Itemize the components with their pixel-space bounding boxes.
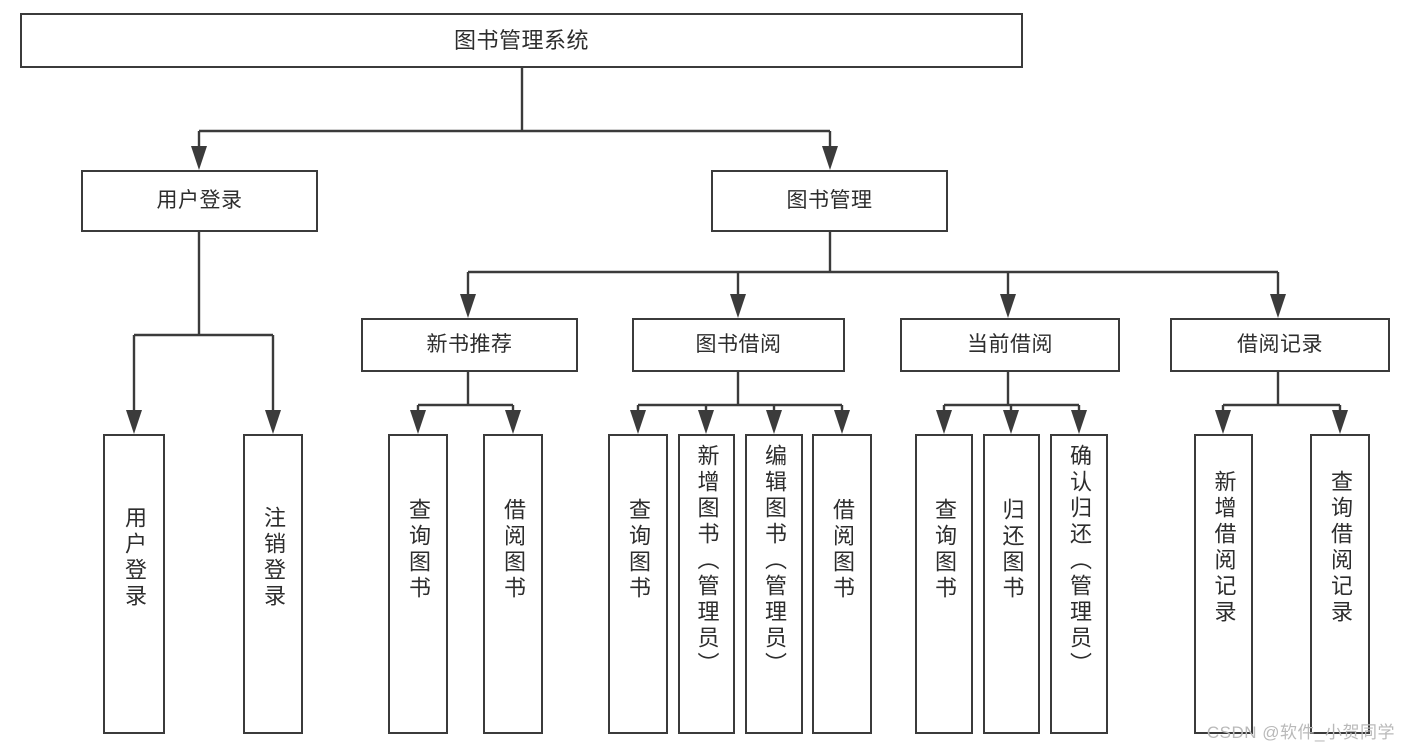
node-leaf-add-book-label: 新增图书（管理员） xyxy=(694,444,720,678)
arrow-current-borrow-leaf-1 xyxy=(936,410,952,434)
arrow-user-login-leaf-1 xyxy=(126,410,142,434)
node-leaf-return-book-label: 归还图书 xyxy=(999,498,1025,602)
node-book-manage-label: 图书管理 xyxy=(786,188,873,212)
arrow-root-to-book-manage xyxy=(822,146,838,170)
node-new-book-rec[interactable]: 新书推荐 xyxy=(361,318,578,372)
arrow-book-borrow-leaf-2 xyxy=(698,410,714,434)
node-leaf-query-book-3-label: 查询图书 xyxy=(932,498,957,602)
node-leaf-borrow-book-2-label: 借阅图书 xyxy=(830,498,855,602)
node-leaf-query-record[interactable]: 查询借阅记录 xyxy=(1310,434,1370,734)
node-leaf-query-book-2-label: 查询图书 xyxy=(626,498,651,602)
arrow-book-manage-child-2 xyxy=(730,294,746,318)
node-book-borrow-label: 图书借阅 xyxy=(695,332,782,356)
arrow-book-borrow-leaf-4 xyxy=(834,410,850,434)
node-leaf-add-record-label: 新增借阅记录 xyxy=(1211,470,1237,626)
node-root[interactable]: 图书管理系统 xyxy=(20,13,1023,68)
node-user-login[interactable]: 用户登录 xyxy=(81,170,318,232)
watermark: CSDN @软件_小贺同学 xyxy=(1206,723,1395,742)
node-leaf-user-login-label: 用户登录 xyxy=(122,506,147,610)
node-leaf-borrow-book-1-label: 借阅图书 xyxy=(501,498,526,602)
node-leaf-borrow-book-1[interactable]: 借阅图书 xyxy=(483,434,543,734)
node-leaf-logout[interactable]: 注销登录 xyxy=(243,434,303,734)
node-leaf-edit-book-label: 编辑图书（管理员） xyxy=(762,444,787,678)
node-current-borrow-label: 当前借阅 xyxy=(967,332,1053,356)
node-leaf-confirm-return[interactable]: 确认归还（管理员） xyxy=(1050,434,1108,734)
arrow-book-borrow-leaf-3 xyxy=(766,410,782,434)
node-borrow-record[interactable]: 借阅记录 xyxy=(1170,318,1390,372)
node-root-label: 图书管理系统 xyxy=(453,27,589,53)
node-leaf-edit-book[interactable]: 编辑图书（管理员） xyxy=(745,434,803,734)
arrow-book-manage-child-3 xyxy=(1000,294,1016,318)
arrow-book-manage-child-4 xyxy=(1270,294,1286,318)
node-current-borrow[interactable]: 当前借阅 xyxy=(900,318,1120,372)
arrow-current-borrow-leaf-2 xyxy=(1003,410,1019,434)
arrow-new-book-rec-leaf-1 xyxy=(410,410,426,434)
node-leaf-add-record[interactable]: 新增借阅记录 xyxy=(1194,434,1253,734)
node-leaf-query-book-3[interactable]: 查询图书 xyxy=(915,434,973,734)
node-leaf-query-record-label: 查询借阅记录 xyxy=(1328,470,1353,626)
arrow-current-borrow-leaf-3 xyxy=(1071,410,1087,434)
node-leaf-query-book-1-label: 查询图书 xyxy=(406,498,431,602)
arrow-root-to-user-login xyxy=(191,146,207,170)
arrow-book-borrow-leaf-1 xyxy=(630,410,646,434)
node-new-book-rec-label: 新书推荐 xyxy=(426,332,513,356)
node-leaf-user-login[interactable]: 用户登录 xyxy=(103,434,165,734)
node-user-login-label: 用户登录 xyxy=(156,188,243,212)
node-book-borrow[interactable]: 图书借阅 xyxy=(632,318,845,372)
node-leaf-return-book[interactable]: 归还图书 xyxy=(983,434,1040,734)
arrow-book-manage-child-1 xyxy=(460,294,476,318)
arrow-new-book-rec-leaf-2 xyxy=(505,410,521,434)
arrow-borrow-record-leaf-1 xyxy=(1215,410,1231,434)
node-leaf-borrow-book-2[interactable]: 借阅图书 xyxy=(812,434,872,734)
node-leaf-query-book-2[interactable]: 查询图书 xyxy=(608,434,668,734)
node-book-manage[interactable]: 图书管理 xyxy=(711,170,948,232)
arrow-user-login-leaf-2 xyxy=(265,410,281,434)
node-leaf-query-book-1[interactable]: 查询图书 xyxy=(388,434,448,734)
node-leaf-logout-label: 注销登录 xyxy=(261,506,286,610)
node-leaf-add-book[interactable]: 新增图书（管理员） xyxy=(678,434,735,734)
node-borrow-record-label: 借阅记录 xyxy=(1237,332,1323,356)
node-leaf-confirm-return-label: 确认归还（管理员） xyxy=(1067,444,1092,678)
arrow-borrow-record-leaf-2 xyxy=(1332,410,1348,434)
